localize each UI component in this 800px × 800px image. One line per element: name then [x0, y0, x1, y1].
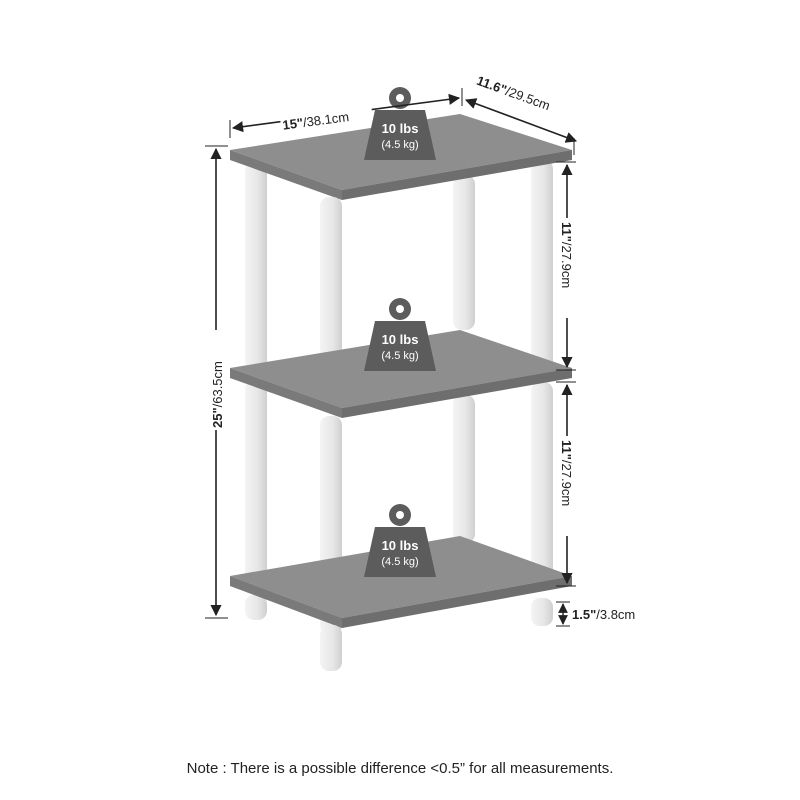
weight-icon-middle: 10 lbs (4.5 kg) — [364, 298, 436, 371]
weight-icon-bottom: 10 lbs (4.5 kg) — [364, 504, 436, 577]
shelf-gap-upper-cm: /27.9cm — [559, 242, 574, 288]
shelf-gap-upper-inches: 11" — [559, 222, 574, 242]
height-cm: /63.5cm — [210, 361, 225, 407]
height-dimension: 25"/63.5cm — [205, 145, 228, 619]
leg-height-inches: 1.5" — [572, 607, 596, 622]
weight-label-top: 10 lbs — [382, 121, 419, 136]
leg-height-cm: /3.8cm — [596, 607, 635, 622]
svg-text:1.5"/3.8cm: 1.5"/3.8cm — [572, 607, 635, 622]
leg-height-dimension: 1.5"/3.8cm — [556, 601, 635, 627]
svg-text:11"/27.9cm: 11"/27.9cm — [559, 440, 574, 506]
back-poles — [453, 175, 475, 543]
weight-label-bottom: 10 lbs — [382, 538, 419, 553]
svg-text:15"/38.1cm: 15"/38.1cm — [282, 109, 350, 133]
weight-metric-bottom: (4.5 kg) — [381, 556, 418, 568]
svg-text:11"/27.9cm: 11"/27.9cm — [559, 222, 574, 288]
weight-metric-top: (4.5 kg) — [381, 139, 418, 151]
front-foot — [320, 625, 342, 671]
right-pole-top-segment — [531, 160, 553, 370]
measurement-note: Note : There is a possible difference <0… — [186, 760, 614, 777]
weight-metric-middle: (4.5 kg) — [381, 350, 418, 362]
weight-icon-top: 10 lbs (4.5 kg) — [364, 87, 436, 160]
back-pole-bottom-segment — [453, 395, 475, 543]
right-poles — [531, 160, 553, 626]
shelf-gap-upper-dimension: 11"/27.9cm — [556, 161, 579, 371]
left-pole-top-segment — [245, 162, 267, 370]
height-inches: 25" — [210, 407, 225, 428]
width-dimension: 15"/38.1cm — [229, 88, 463, 138]
shelf-gap-lower-cm: /27.9cm — [559, 460, 574, 506]
left-poles — [245, 162, 267, 620]
width-cm: /38.1cm — [302, 109, 350, 130]
shelf-gap-lower-inches: 11" — [559, 440, 574, 460]
left-foot — [245, 595, 267, 620]
shelf-gap-lower-dimension: 11"/27.9cm — [556, 381, 579, 587]
svg-text:25"/63.5cm: 25"/63.5cm — [210, 361, 225, 428]
left-pole-bottom-segment — [245, 380, 267, 580]
right-foot — [531, 598, 553, 626]
weight-label-middle: 10 lbs — [382, 332, 419, 347]
back-pole-top-segment — [453, 175, 475, 330]
width-inches: 15" — [282, 115, 304, 133]
right-pole-bottom-segment — [531, 382, 553, 585]
